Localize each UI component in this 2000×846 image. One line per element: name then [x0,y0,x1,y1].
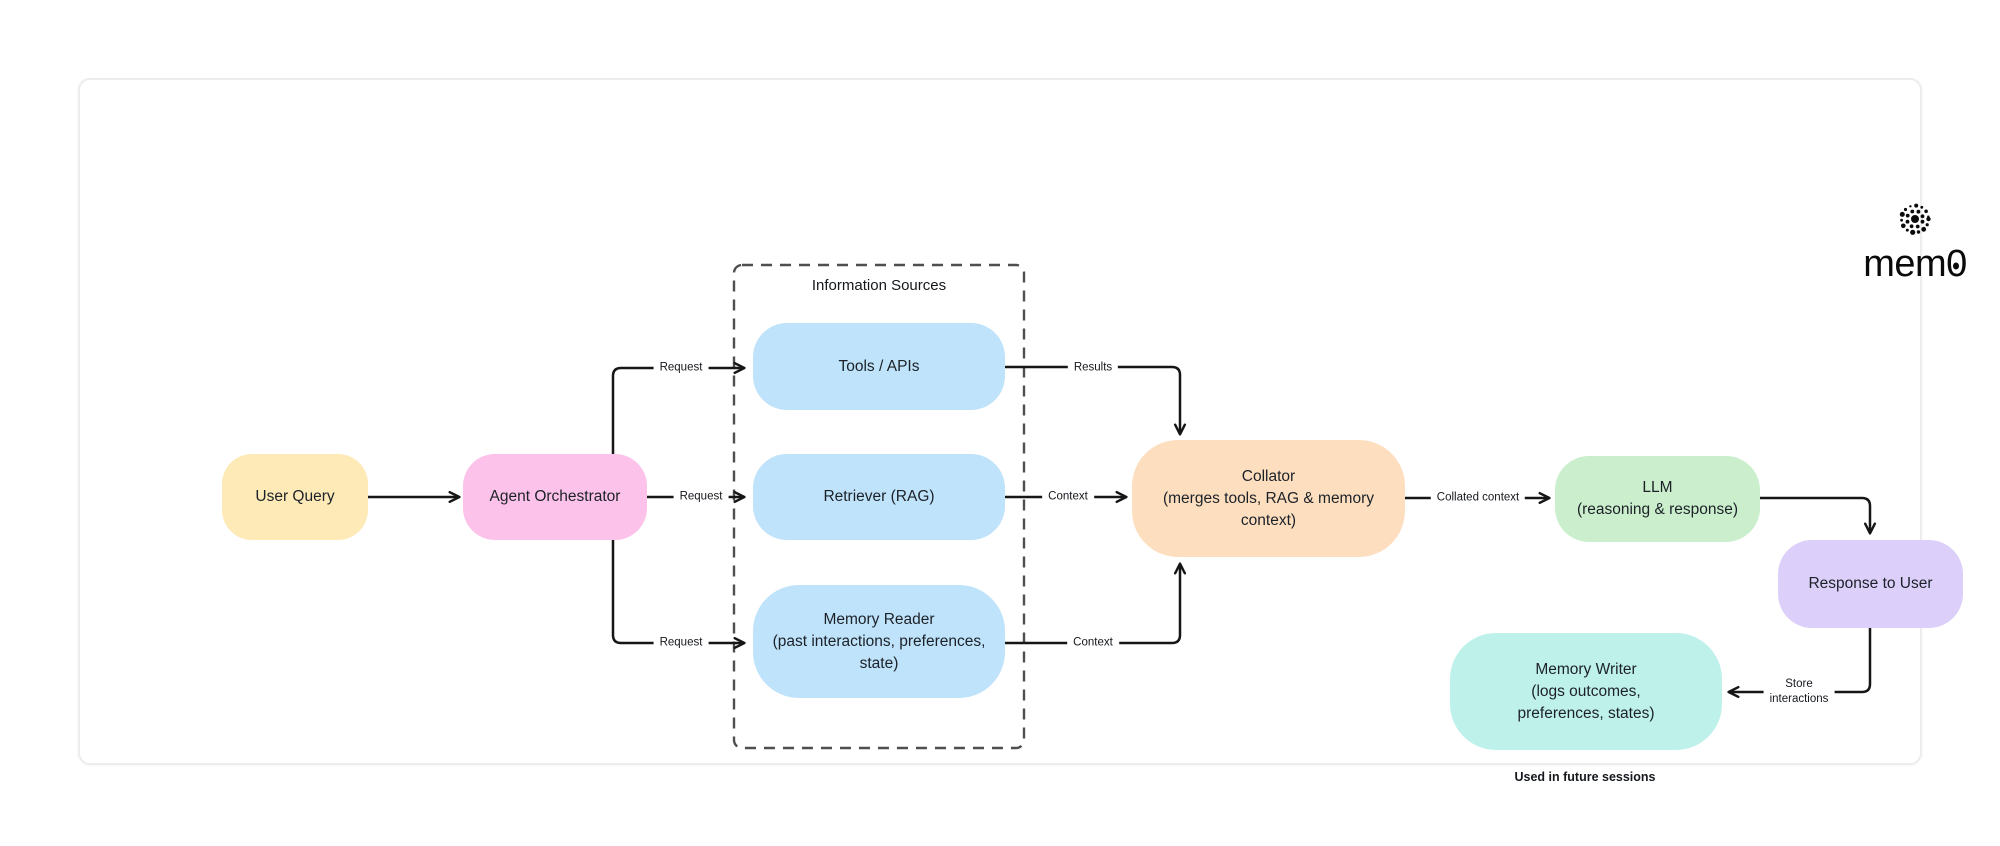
node-memory-writer: Memory Writer (logs outcomes, preference… [1450,633,1722,750]
node-retriever-rag: Retriever (RAG) [753,454,1005,540]
edge-label-store-interactions: Store interactions [1763,676,1835,708]
mem0-dotted-sphere-icon [1899,203,1931,235]
node-collator: Collator (merges tools, RAG & memory con… [1132,440,1405,557]
logo-text-prefix: mem [1863,243,1947,285]
edge-label-line: Store [1785,678,1813,690]
edge-label-request-memory: Request [653,634,709,652]
node-label: (merges tools, RAG & memory [1162,489,1375,507]
node-label: (logs outcomes, [1531,682,1641,700]
edge-label-line: interactions [1769,693,1829,705]
information-sources-title: Information Sources [811,277,947,294]
edge-agent-to-tools [611,361,746,456]
edge-label-context-memory: Context [1067,634,1119,652]
node-label: User Query [255,488,335,505]
diagram-card: Information Sources User Query Agent Orc… [78,78,1967,784]
mem0-logo: mem0 [1850,198,1980,284]
node-label: Collator [1241,467,1296,485]
node-label: context) [1240,511,1297,529]
node-label: preferences, states) [1517,704,1655,722]
edge-memoryreader-to-collator [1003,562,1187,645]
node-tools-apis: Tools / APIs [753,323,1005,410]
node-label: (past interactions, preferences, [772,632,986,650]
node-agent-orchestrator: Agent Orchestrator [463,454,647,540]
logo-text-zero: 0 [1946,243,1967,285]
node-label: Memory Writer [1535,660,1637,678]
node-response-to-user: Response to User [1778,540,1963,628]
footnote-used-in-future-sessions: Used in future sessions [1514,770,1656,784]
node-label: (reasoning & response) [1576,501,1739,518]
edge-label-results: Results [1067,359,1119,377]
edge-llm-to-response [1758,496,1877,535]
edge-label-context-rag: Context [1042,488,1094,506]
node-label: Memory Reader [823,610,935,628]
edge-agent-to-memoryreader [611,538,746,650]
node-label: Response to User [1808,575,1933,592]
node-llm: LLM (reasoning & response) [1555,456,1760,542]
node-memory-reader: Memory Reader (past interactions, prefer… [753,585,1005,698]
node-label: LLM [1642,479,1673,496]
mem0-logo-text: mem0 [1850,244,1980,284]
edge-label-request-rag: Request [673,488,729,506]
edge-label-collated-context: Collated context [1430,489,1526,507]
node-label: Agent Orchestrator [489,488,621,505]
edge-tools-to-collator [1003,365,1187,436]
edge-label-request-tools: Request [653,359,709,377]
node-label: Retriever (RAG) [823,488,935,505]
node-user-query: User Query [222,454,368,540]
node-label: state) [859,654,899,672]
node-label: Tools / APIs [838,357,920,375]
